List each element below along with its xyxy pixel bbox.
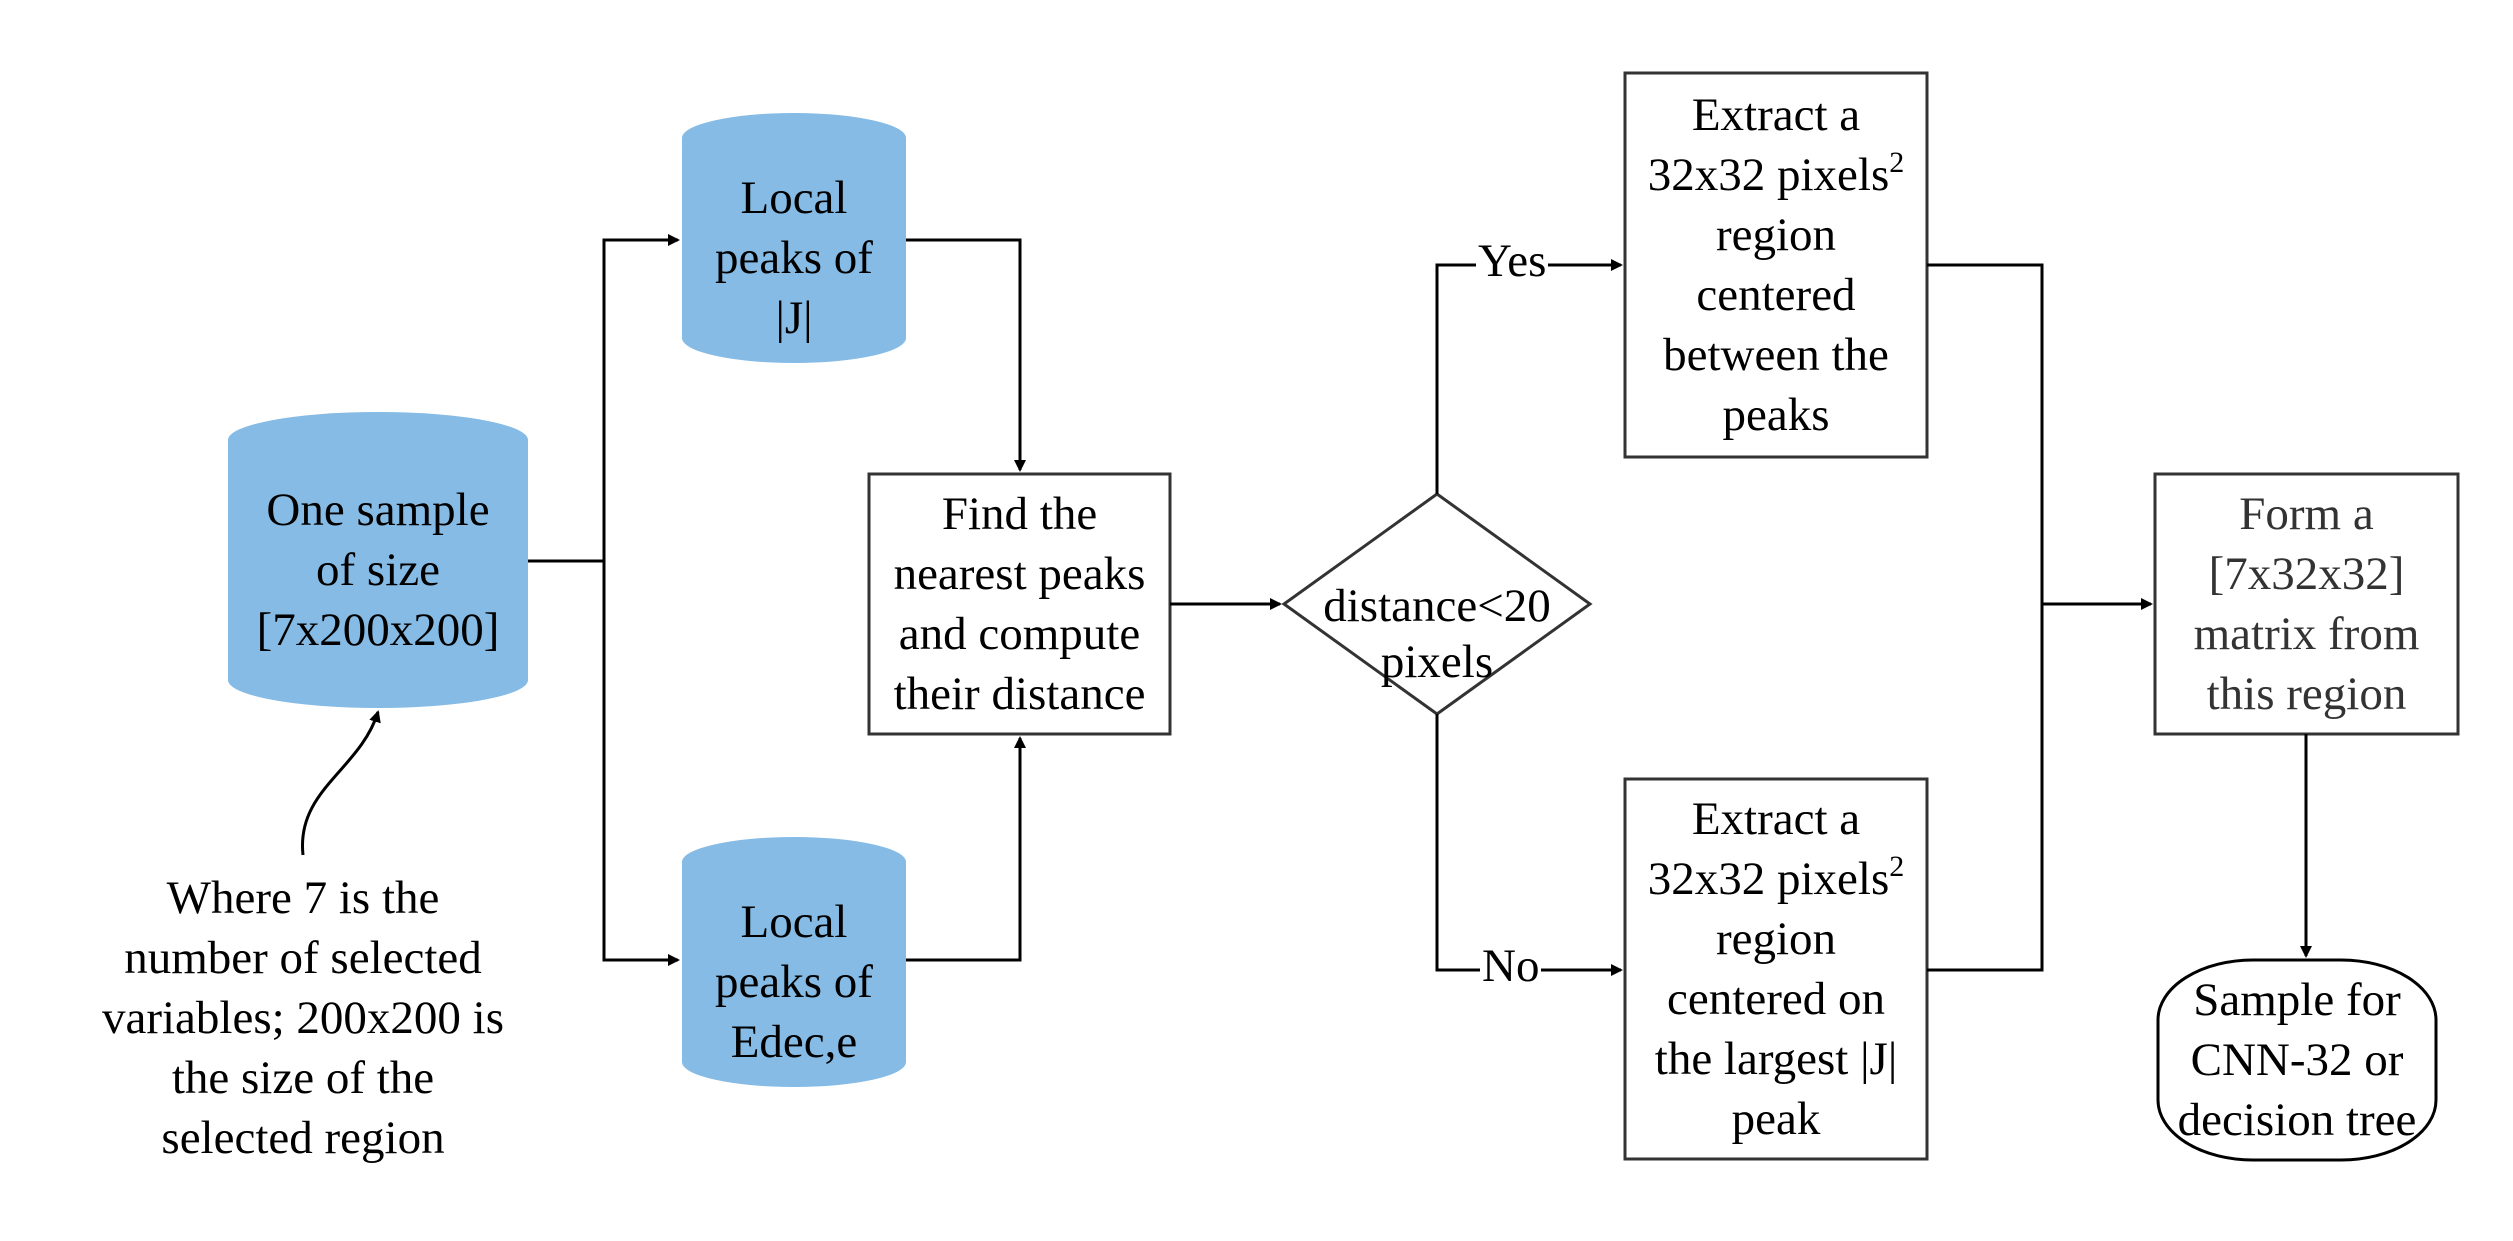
yes-edge-label: Yes	[1476, 235, 1549, 287]
extract-between-superscript: 2	[1889, 146, 1905, 179]
decision-label: distance<20 pixels	[1323, 580, 1551, 688]
arrow-decision-no	[1435, 714, 1623, 976]
peaks-j-label: Local peaks of |J|	[715, 172, 873, 344]
arrow-sample-to-peaks-j	[528, 234, 680, 563]
extract-between-line1: Extract a	[1691, 89, 1861, 141]
peaks-j-cylinder	[682, 113, 906, 363]
extract-between-line2: 32x32 pixels2	[1648, 145, 1905, 205]
peaks-edec-label: Local peaks of Edec,e	[715, 896, 873, 1068]
output-terminal	[2156, 958, 2438, 1162]
extract-largest-line2: 32x32 pixels2	[1648, 849, 1905, 909]
annotation-text: Where 7 is the number of selected variab…	[101, 872, 505, 1164]
extract-largest-line1: Extract a	[1691, 793, 1861, 845]
output-label: Sample for CNN-32 or decision tree	[2177, 974, 2417, 1146]
extract-between-line2-main: 32x32 pixels	[1647, 149, 1890, 201]
sample-cylinder	[228, 412, 528, 708]
extract-between-rest: region centered between the peaks	[1663, 209, 1889, 441]
arrow-decision-yes	[1435, 259, 1623, 494]
form-matrix-label: Form a [7x32x32] matrix from this region	[2193, 488, 2420, 720]
form-matrix-box	[2153, 472, 2460, 736]
arrow-peaks-edec-to-find	[906, 736, 1026, 962]
find-nearest-label: Find the nearest peaks and compute their…	[893, 488, 1146, 720]
extract-between-box	[1623, 71, 1929, 459]
arrow-sample-to-peaks-edec	[602, 561, 680, 966]
extract-largest-box	[1623, 777, 1929, 1161]
arrow-annotation-to-sample	[301, 710, 381, 856]
peaks-edec-cylinder	[682, 837, 906, 1087]
sample-label: One sample of size [7x200x200]	[256, 484, 500, 656]
extract-largest-superscript: 2	[1889, 850, 1905, 883]
extract-largest-line2-main: 32x32 pixels	[1647, 853, 1890, 905]
arrow-peaks-j-to-find	[906, 238, 1026, 472]
extract-between-label: Extract a 32x32 pixels2 region centered …	[1625, 73, 1927, 457]
extract-largest-rest: region centered on the largest |J| peak	[1654, 913, 1898, 1145]
connector-extract-between-merge	[1927, 263, 2044, 972]
extract-largest-label: Extract a 32x32 pixels2 region centered …	[1625, 779, 1927, 1159]
no-edge-label: No	[1480, 940, 1542, 992]
